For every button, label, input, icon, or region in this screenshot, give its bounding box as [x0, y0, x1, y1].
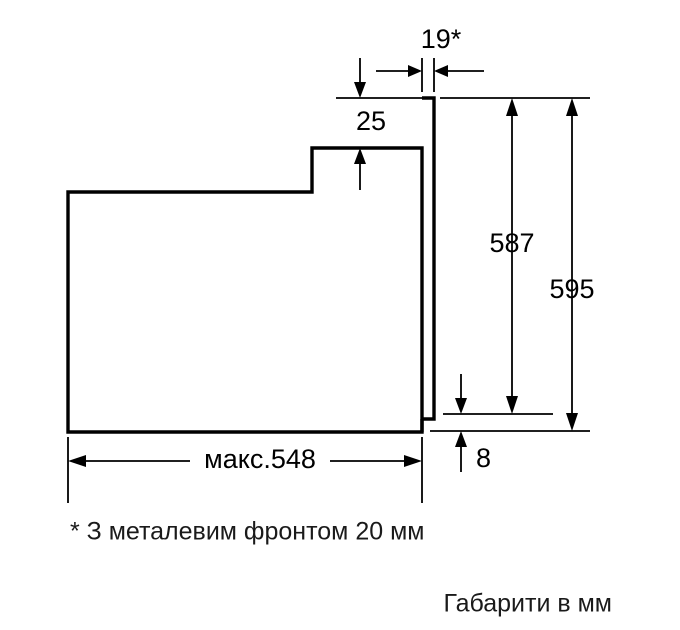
dim-label-front-thickness: 19*	[421, 24, 462, 54]
dimension-top-recess: 25	[354, 58, 386, 190]
arrow-head-587-top	[506, 98, 518, 116]
dim-label-bottom-offset: 8	[476, 443, 491, 473]
oven-profile-outline	[66, 96, 436, 434]
front-panel-path	[422, 96, 436, 421]
dimension-overall-height: 595	[549, 98, 595, 431]
units-note: Габарити в мм	[443, 590, 612, 618]
dimension-front-thickness: 19*	[376, 24, 484, 92]
arrow-head-548-right	[404, 455, 422, 467]
bottom-reference-lines	[430, 413, 590, 432]
arrow-head-25-up	[354, 148, 366, 164]
arrow-head-25-down	[354, 82, 366, 98]
dimension-body-height: 587	[489, 98, 535, 414]
arrow-head-19-right	[434, 65, 448, 77]
arrow-head-595-top	[566, 98, 578, 116]
oven-body-path	[66, 146, 424, 434]
dimension-depth-max: макс.548	[67, 437, 423, 503]
arrow-head-8-up	[455, 431, 467, 447]
dim-label-overall-height: 595	[549, 274, 594, 304]
arrow-head-8-down	[455, 398, 467, 414]
footnote-metal-front: * З металевим фронтом 20 мм	[70, 518, 424, 546]
dimension-bottom-offset: 8	[455, 374, 491, 473]
dim-label-depth-max: макс.548	[204, 444, 316, 474]
arrow-head-548-left	[68, 455, 86, 467]
dim-label-top-recess: 25	[356, 106, 386, 136]
arrow-head-19-left	[408, 65, 422, 77]
arrow-head-595-bottom	[566, 413, 578, 431]
arrow-head-587-bottom	[506, 396, 518, 414]
dim-label-body-height: 587	[489, 228, 534, 258]
